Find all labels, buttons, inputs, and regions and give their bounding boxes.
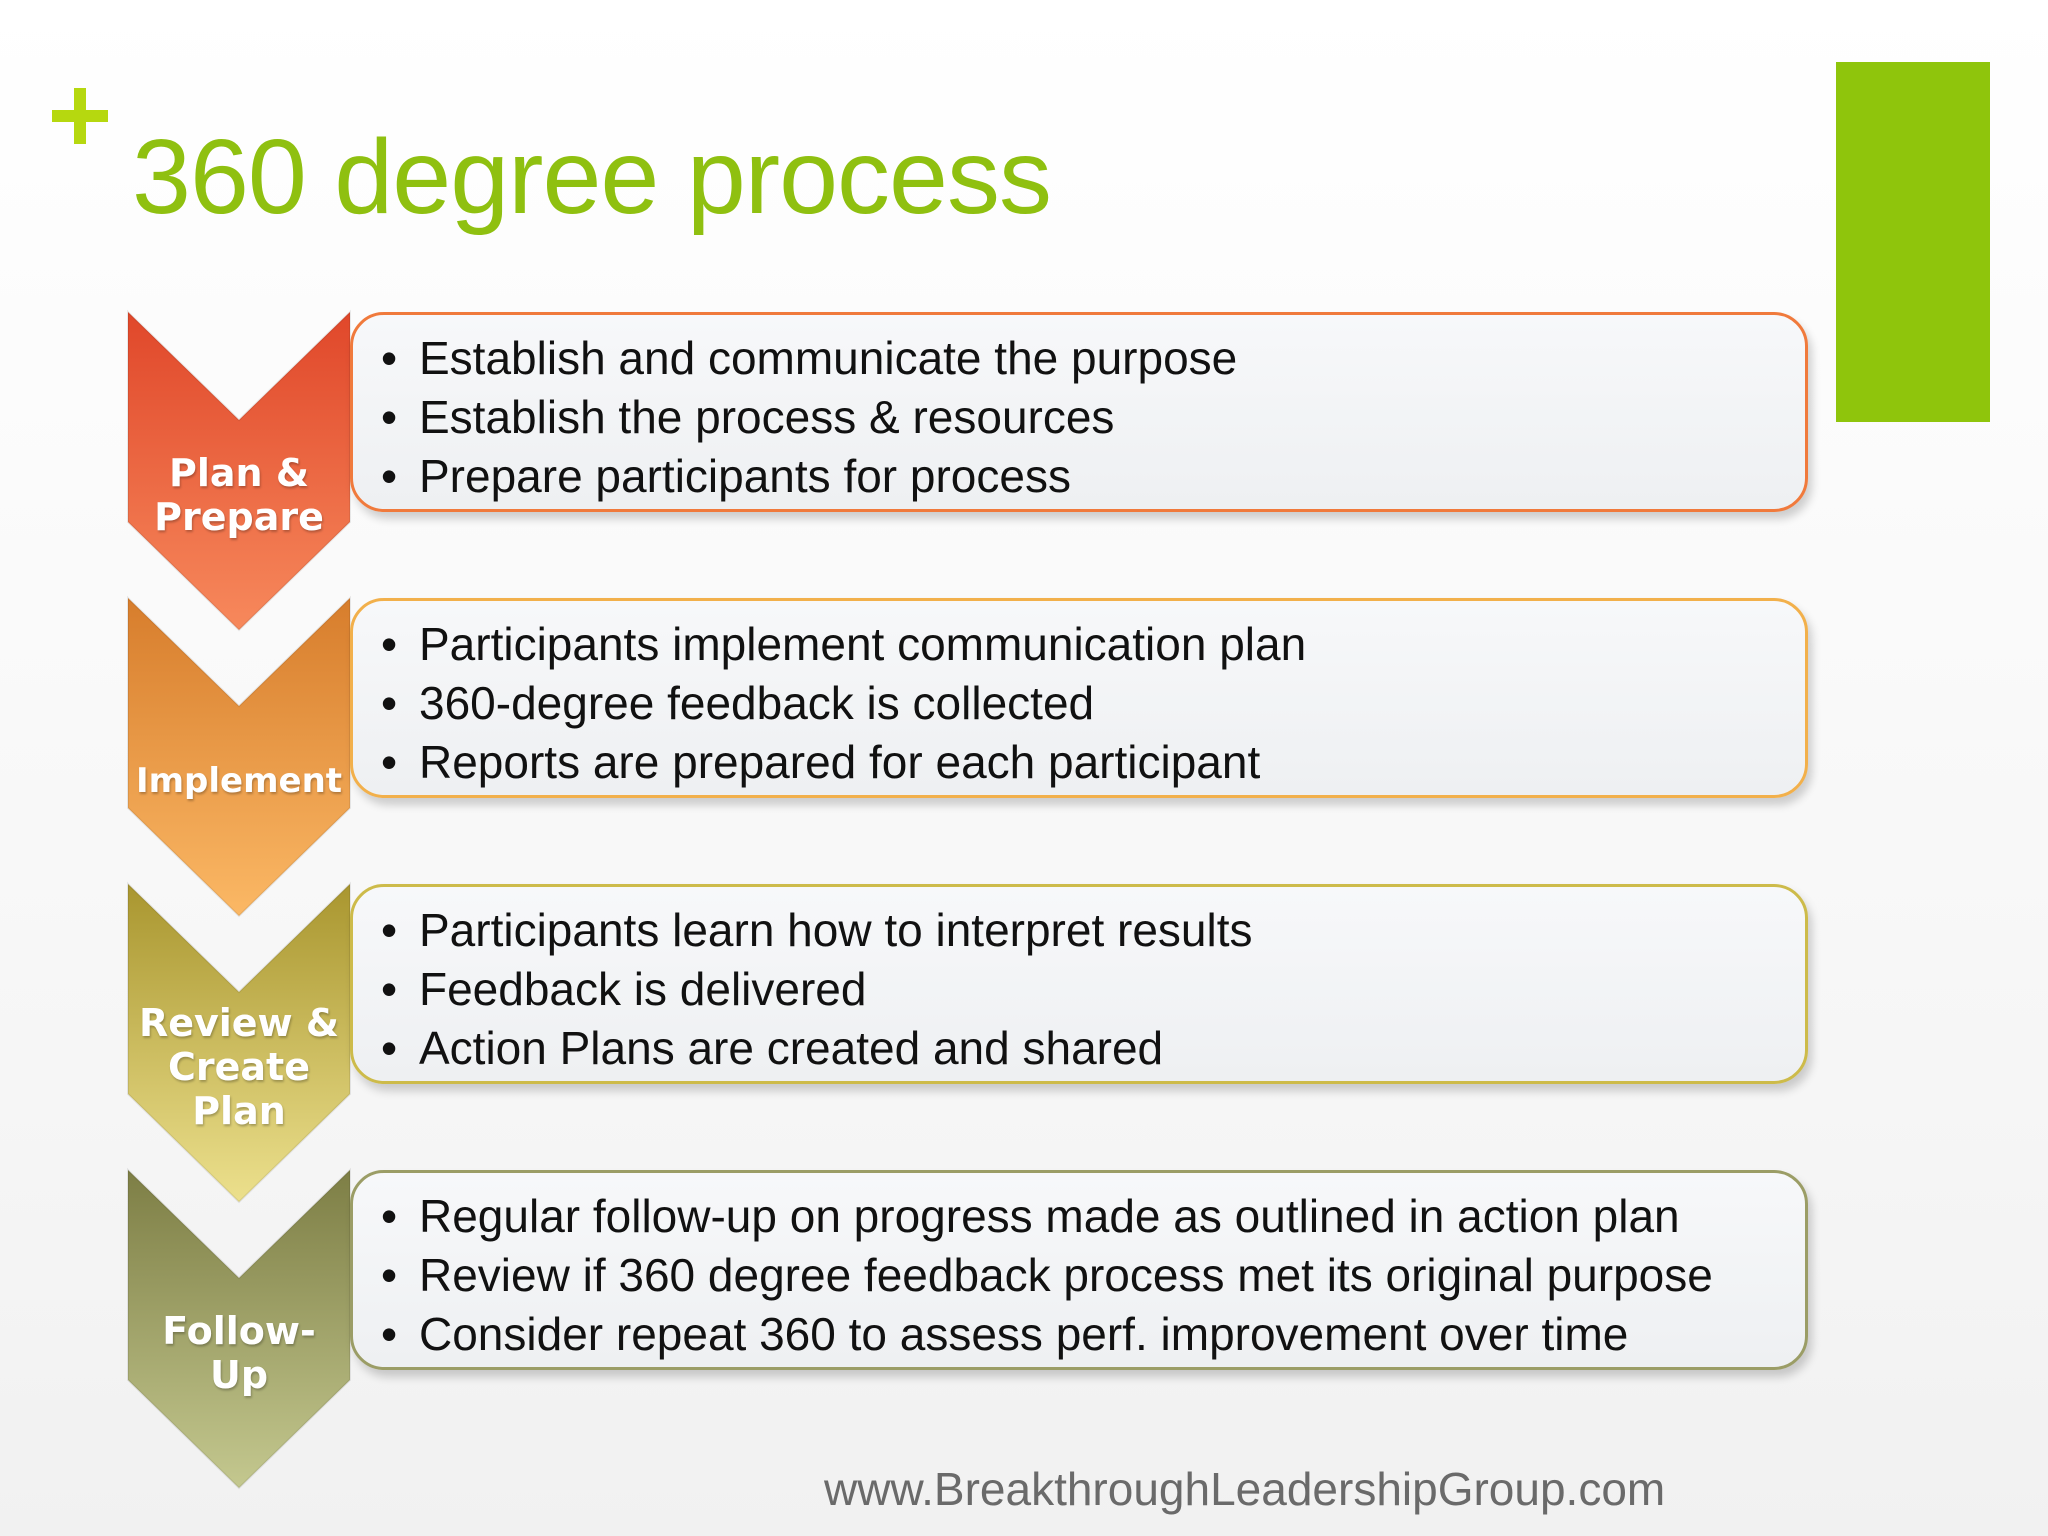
step-bullet: Participants implement communication pla… — [379, 615, 1306, 674]
step-bullet: Regular follow-up on progress made as ou… — [379, 1187, 1713, 1246]
step-bullet-list: Establish and communicate the purposeEst… — [379, 329, 1237, 506]
step-bullet: Participants learn how to interpret resu… — [379, 901, 1253, 960]
slide-title: 360 degree process — [132, 118, 1052, 236]
step-bullet: Consider repeat 360 to assess perf. impr… — [379, 1305, 1713, 1364]
step-bullet: Prepare participants for process — [379, 447, 1237, 506]
step-chevron-1 — [127, 309, 351, 632]
step-label-1: Plan & Prepare — [154, 451, 324, 539]
step-bullet: Action Plans are created and shared — [379, 1019, 1253, 1078]
step-bullet-list: Participants implement communication pla… — [379, 615, 1306, 792]
step-box-4: Regular follow-up on progress made as ou… — [350, 1170, 1808, 1370]
step-box-2: Participants implement communication pla… — [350, 598, 1808, 798]
accent-block — [1836, 62, 1990, 422]
step-label-3: Review & Create Plan — [138, 1001, 340, 1133]
step-bullet: 360-degree feedback is collected — [379, 674, 1306, 733]
step-bullet: Reports are prepared for each participan… — [379, 733, 1306, 792]
step-label-4: Follow- Up — [162, 1309, 316, 1397]
step-chevron-4 — [127, 1167, 351, 1490]
step-chevron-3 — [127, 881, 351, 1204]
step-bullet-list: Regular follow-up on progress made as ou… — [379, 1187, 1713, 1364]
step-bullet: Review if 360 degree feedback process me… — [379, 1246, 1713, 1305]
step-box-1: Establish and communicate the purposeEst… — [350, 312, 1808, 512]
step-bullet: Establish and communicate the purpose — [379, 329, 1237, 388]
step-bullet: Establish the process & resources — [379, 388, 1237, 447]
step-bullet: Feedback is delivered — [379, 960, 1253, 1019]
step-bullet-list: Participants learn how to interpret resu… — [379, 901, 1253, 1078]
step-label-2: Implement — [135, 761, 343, 801]
footer-url: www.BreakthroughLeadershipGroup.com — [824, 1463, 1666, 1515]
step-box-3: Participants learn how to interpret resu… — [350, 884, 1808, 1084]
plus-icon — [52, 88, 108, 144]
step-chevron-2 — [127, 595, 351, 918]
